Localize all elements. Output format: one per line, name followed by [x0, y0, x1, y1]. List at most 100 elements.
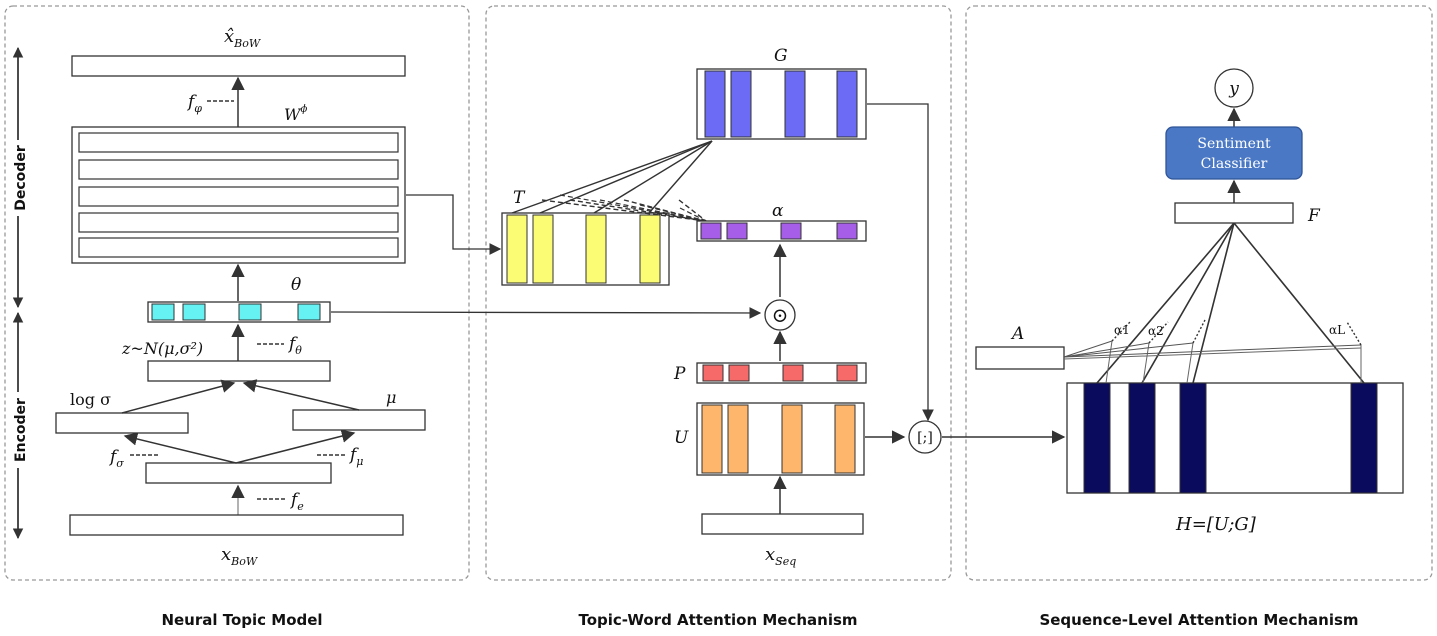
A-label: A	[1010, 324, 1024, 344]
A-attention-line	[1063, 344, 1362, 358]
caption-sla: Sequence-Level Attention Mechanism	[1039, 611, 1358, 629]
alpha-dotted-line	[1346, 321, 1362, 346]
alpha-stripe	[726, 222, 748, 240]
topic-attention-line	[539, 140, 713, 214]
G-label: G	[774, 46, 788, 66]
A-attention-line	[1063, 340, 1113, 358]
alpha-dotted-line	[1148, 321, 1169, 344]
A-attention-line	[1063, 342, 1194, 358]
theta-label: θ	[291, 275, 301, 295]
T-stripe	[506, 214, 528, 284]
H-frame	[1066, 382, 1404, 494]
odot-node	[764, 299, 796, 331]
alphaL-label: αL	[1329, 323, 1345, 337]
caption-ntm: Neural Topic Model	[161, 611, 322, 629]
F-to-H-line	[1141, 222, 1235, 384]
log-sigma-to-z	[121, 379, 236, 414]
P-stripe	[728, 364, 750, 382]
x-seq-label: xSeq	[765, 544, 796, 568]
topic-attention-line	[648, 140, 713, 214]
decoder-rows	[78, 132, 399, 258]
theta-stripe	[151, 303, 175, 321]
word-attention-line	[678, 199, 707, 222]
x-bow-hat-label: x̂BoW	[224, 26, 262, 50]
H-column	[1350, 382, 1378, 494]
x-bow-box	[69, 514, 404, 536]
alpha-stripe	[780, 222, 802, 240]
G-stripe	[836, 70, 858, 138]
G-stripe	[704, 70, 726, 138]
F-box	[1174, 202, 1294, 224]
attention-lines	[511, 140, 713, 222]
sequence-attention-lines	[1063, 222, 1365, 384]
decoder-row	[78, 159, 399, 180]
alpha-dotted-line	[1192, 319, 1206, 344]
x-bow-hat-box	[71, 55, 406, 77]
twa-panel	[485, 5, 952, 581]
alpha-dotted-line	[1111, 321, 1131, 342]
log-sigma-box	[55, 412, 189, 434]
hidden-to-mu	[235, 429, 356, 464]
mu-box	[292, 409, 426, 431]
concat-node	[908, 420, 942, 454]
H-column	[1179, 382, 1207, 494]
y-label: y	[1228, 79, 1239, 99]
decoder-label: Decoder	[13, 145, 29, 211]
H-column	[1083, 382, 1111, 494]
theta-stripe	[182, 303, 206, 321]
f-theta-label: fθ	[287, 334, 302, 357]
hidden-box	[145, 462, 332, 484]
x-seq-box	[701, 513, 864, 535]
classifier-line1: Sentiment	[1197, 136, 1271, 152]
T-stripe	[639, 214, 661, 284]
concat-symbol: [;]	[917, 430, 933, 446]
alpha-vector	[696, 220, 867, 242]
U-stripe	[834, 404, 856, 474]
alpha-stripe	[836, 222, 858, 240]
G-matrix	[696, 68, 867, 140]
wphi-to-T-connector	[406, 194, 502, 255]
T-matrix	[501, 212, 670, 286]
caption-twa: Topic-Word Attention Mechanism	[578, 611, 857, 629]
decoder-row	[78, 186, 399, 207]
y-node	[1214, 68, 1254, 108]
H-column	[1128, 382, 1156, 494]
alpha2-label: α2	[1148, 324, 1164, 338]
T-label: T	[513, 188, 526, 208]
U-stripe	[701, 404, 723, 474]
z-box	[147, 360, 331, 382]
G-to-concat-connector	[867, 103, 934, 422]
x-bow-label: xBoW	[221, 544, 259, 568]
mu-label: μ	[386, 388, 396, 407]
U-stripe	[781, 404, 803, 474]
P-stripe	[836, 364, 858, 382]
U-label: U	[674, 428, 689, 448]
A-attention-line	[1063, 347, 1362, 360]
H-equation: H=[U;G]	[1175, 514, 1257, 535]
H-matrix	[1066, 382, 1404, 494]
alpha-label: α	[772, 201, 784, 221]
P-label: P	[673, 364, 686, 384]
word-attention-line	[541, 199, 707, 222]
log-sigma-label: log σ	[70, 390, 111, 409]
sla-panel	[965, 5, 1433, 581]
word-attention-line	[599, 199, 707, 222]
topic-attention-line	[593, 140, 713, 214]
U-stripe	[727, 404, 749, 474]
alpha-stripe	[700, 222, 722, 240]
w-phi-label: Wϕ	[284, 104, 307, 124]
f-e-label: fe	[289, 490, 304, 513]
odot-symbol: ⊙	[772, 303, 789, 327]
A-attention-line	[1063, 342, 1150, 358]
theta-vector	[147, 301, 331, 323]
A-attention-drop	[1186, 342, 1194, 384]
decoder-row	[78, 132, 399, 153]
F-to-H-line	[1233, 222, 1365, 384]
decoder-row	[78, 212, 399, 233]
theta-stripe	[238, 303, 262, 321]
hidden-to-log-sigma	[123, 432, 237, 464]
z-equation: z~N(μ,σ²)	[121, 339, 203, 358]
F-label: F	[1307, 206, 1321, 226]
sentiment-classifier-box	[1165, 126, 1303, 180]
